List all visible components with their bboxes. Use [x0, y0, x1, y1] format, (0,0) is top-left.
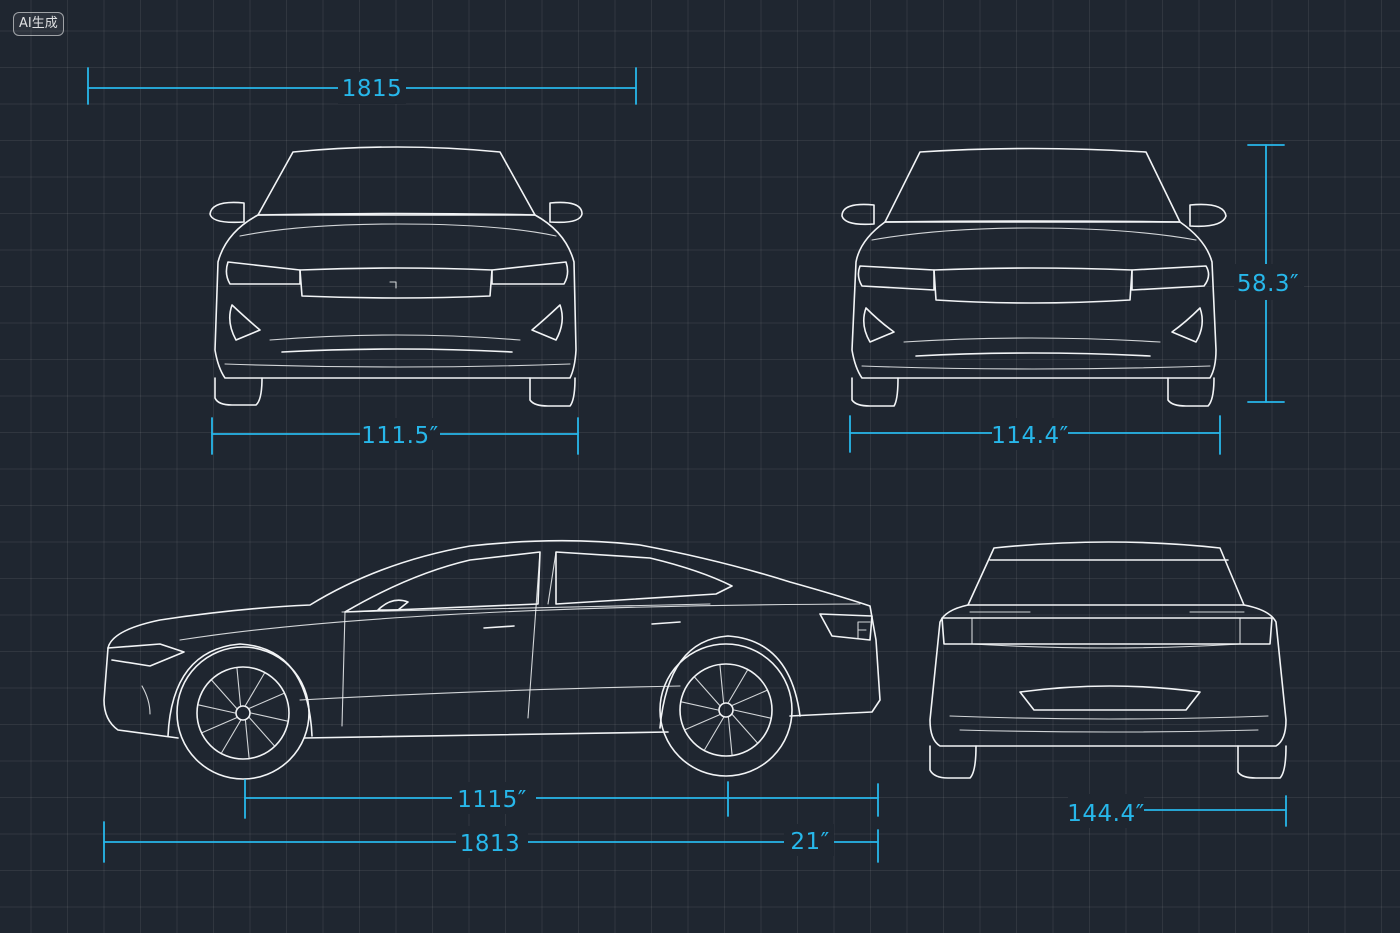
car-rear-view: [929, 541, 1287, 779]
wheel-spoke: [198, 704, 236, 714]
dim-overall-length: 1813: [460, 831, 521, 857]
wheel-spoke: [201, 717, 238, 734]
wheel-spoke: [727, 669, 748, 703]
wheel-spoke: [731, 714, 758, 744]
dim-front-bottom-width: 111.5″: [361, 423, 438, 449]
wheel-spoke: [681, 701, 719, 711]
dim-rear-width: 144.4″: [1067, 801, 1144, 827]
wheel-spoke: [236, 667, 242, 706]
ai-generated-badge: AI生成: [13, 12, 64, 36]
dim-rear3q-bottom-width: 114.4″: [991, 423, 1068, 449]
wheel-spoke: [250, 712, 288, 722]
car-side-view: [103, 539, 881, 780]
wheel-spoke: [694, 676, 721, 706]
car-front-view: [209, 146, 583, 407]
wheel-spoke: [211, 679, 238, 709]
wheel-spoke: [244, 672, 265, 706]
dim-wheelbase: 1115″: [457, 787, 527, 813]
dimension-lines: [87, 67, 1287, 863]
dimension-labels: 1815 111.5″ 114.4″ 58.3″ 1115″ 1813 21″ …: [338, 72, 1304, 858]
dim-front-top-width: 1815: [342, 76, 403, 102]
car-front-view-alt: [841, 147, 1227, 407]
wheel-spoke: [727, 717, 733, 756]
wheel-spoke: [244, 720, 250, 759]
wheel-spoke: [733, 709, 771, 719]
dim-rear-overhang: 21″: [790, 829, 829, 855]
wheel-spoke: [719, 664, 725, 703]
dim-height: 58.3″: [1237, 271, 1299, 297]
wheel-spoke: [248, 717, 275, 747]
wheel-spoke: [221, 720, 242, 754]
side-view-wheel-spokes: [198, 664, 771, 759]
wheel-spoke: [684, 714, 721, 731]
wheel-spoke: [704, 717, 725, 751]
wheel-spoke: [248, 692, 285, 709]
wheel-spoke: [731, 689, 768, 706]
